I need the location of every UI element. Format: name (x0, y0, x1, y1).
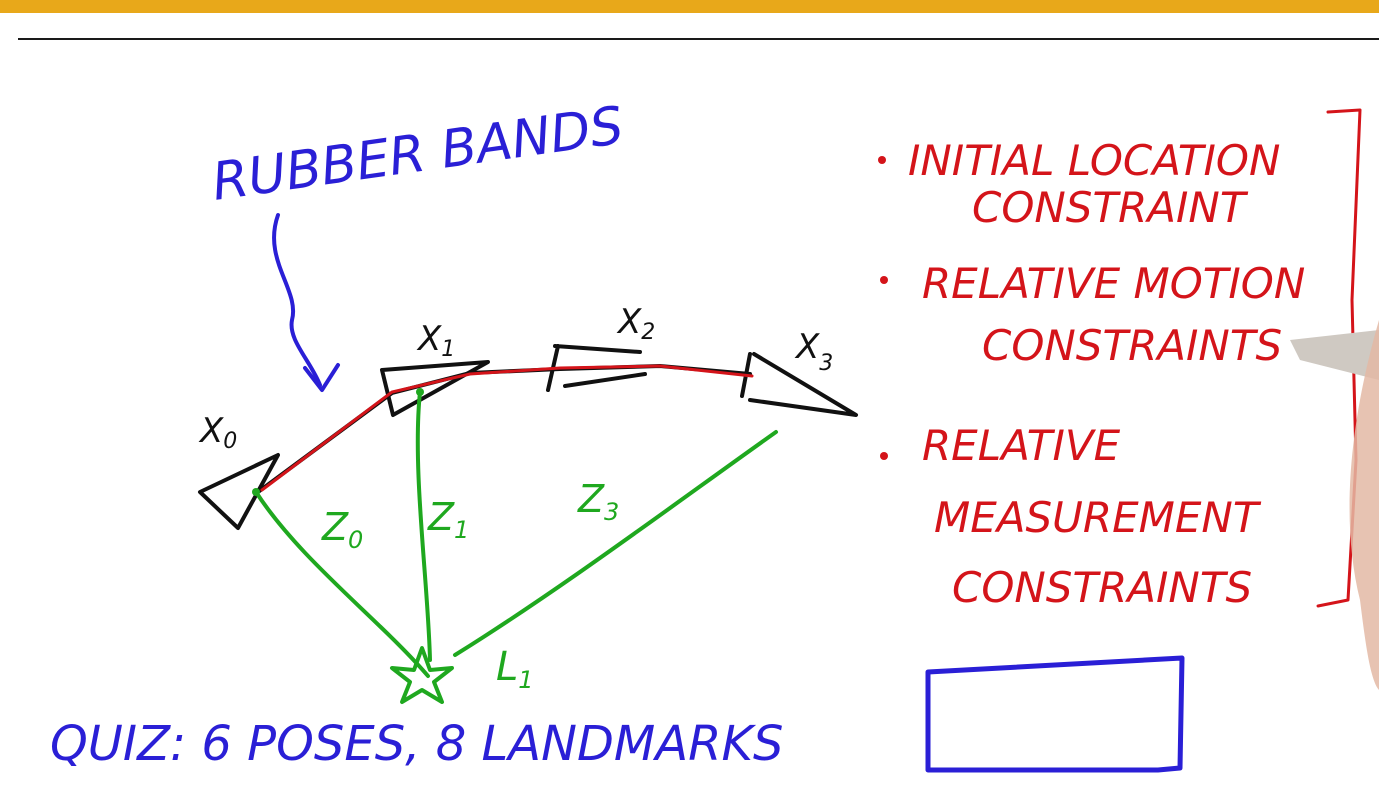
pose-chain-red (260, 364, 754, 492)
bullet-icon (880, 276, 888, 284)
landmark-l1-label: L1 (496, 644, 534, 694)
measurement-z3-label: Z3 (577, 477, 619, 526)
pose-x2-label: X2 (616, 302, 655, 345)
pose-chain-black (256, 363, 752, 494)
constraint-1-line1: INITIAL LOCATION (908, 136, 1280, 185)
constraint-2-line2: CONSTRAINTS (982, 321, 1282, 370)
pose-x3-label: X3 (794, 327, 833, 376)
pose-x0-point (252, 488, 260, 496)
quiz-text: QUIZ: 6 POSES, 8 LANDMARKS (50, 716, 783, 772)
header-accent-bar (0, 0, 1379, 13)
constraint-3-line3: CONSTRAINTS (952, 563, 1252, 612)
pose-x1-label: X1 (416, 319, 455, 362)
header-rule (18, 38, 1379, 40)
constraint-1-line2: CONSTRAINT (972, 183, 1249, 232)
constraint-3-line2: MEASUREMENT (934, 493, 1262, 542)
rubber-bands-label: RUBBER BANDS (208, 96, 627, 213)
quiz-answer-box[interactable] (925, 655, 1185, 773)
pose-x1-triangle (380, 360, 490, 417)
measurement-z1-line (415, 390, 432, 662)
rubber-bands-arrowhead-icon (303, 363, 340, 392)
pose-x0-label: X0 (198, 411, 237, 454)
pose-x0-triangle (198, 453, 280, 530)
bullet-icon (878, 156, 886, 164)
constraint-3-line1: RELATIVE (922, 421, 1121, 470)
constraints-list: INITIAL LOCATION CONSTRAINT RELATIVE MOT… (878, 136, 1305, 612)
presenter-hand (1349, 320, 1379, 690)
marker-pen (1290, 330, 1379, 380)
pose-x1-point (416, 388, 424, 396)
landmark-star-icon (390, 646, 454, 704)
measurement-z0-label: Z0 (321, 505, 363, 554)
measurement-z0-line (254, 490, 430, 678)
constraint-2-line1: RELATIVE MOTION (922, 259, 1305, 308)
rubber-bands-arrow-shaft (272, 213, 322, 387)
measurement-z1-label: Z1 (427, 495, 469, 544)
bullet-icon (880, 452, 888, 460)
measurement-z3-line (453, 430, 778, 657)
constraints-bracket (1316, 108, 1362, 608)
